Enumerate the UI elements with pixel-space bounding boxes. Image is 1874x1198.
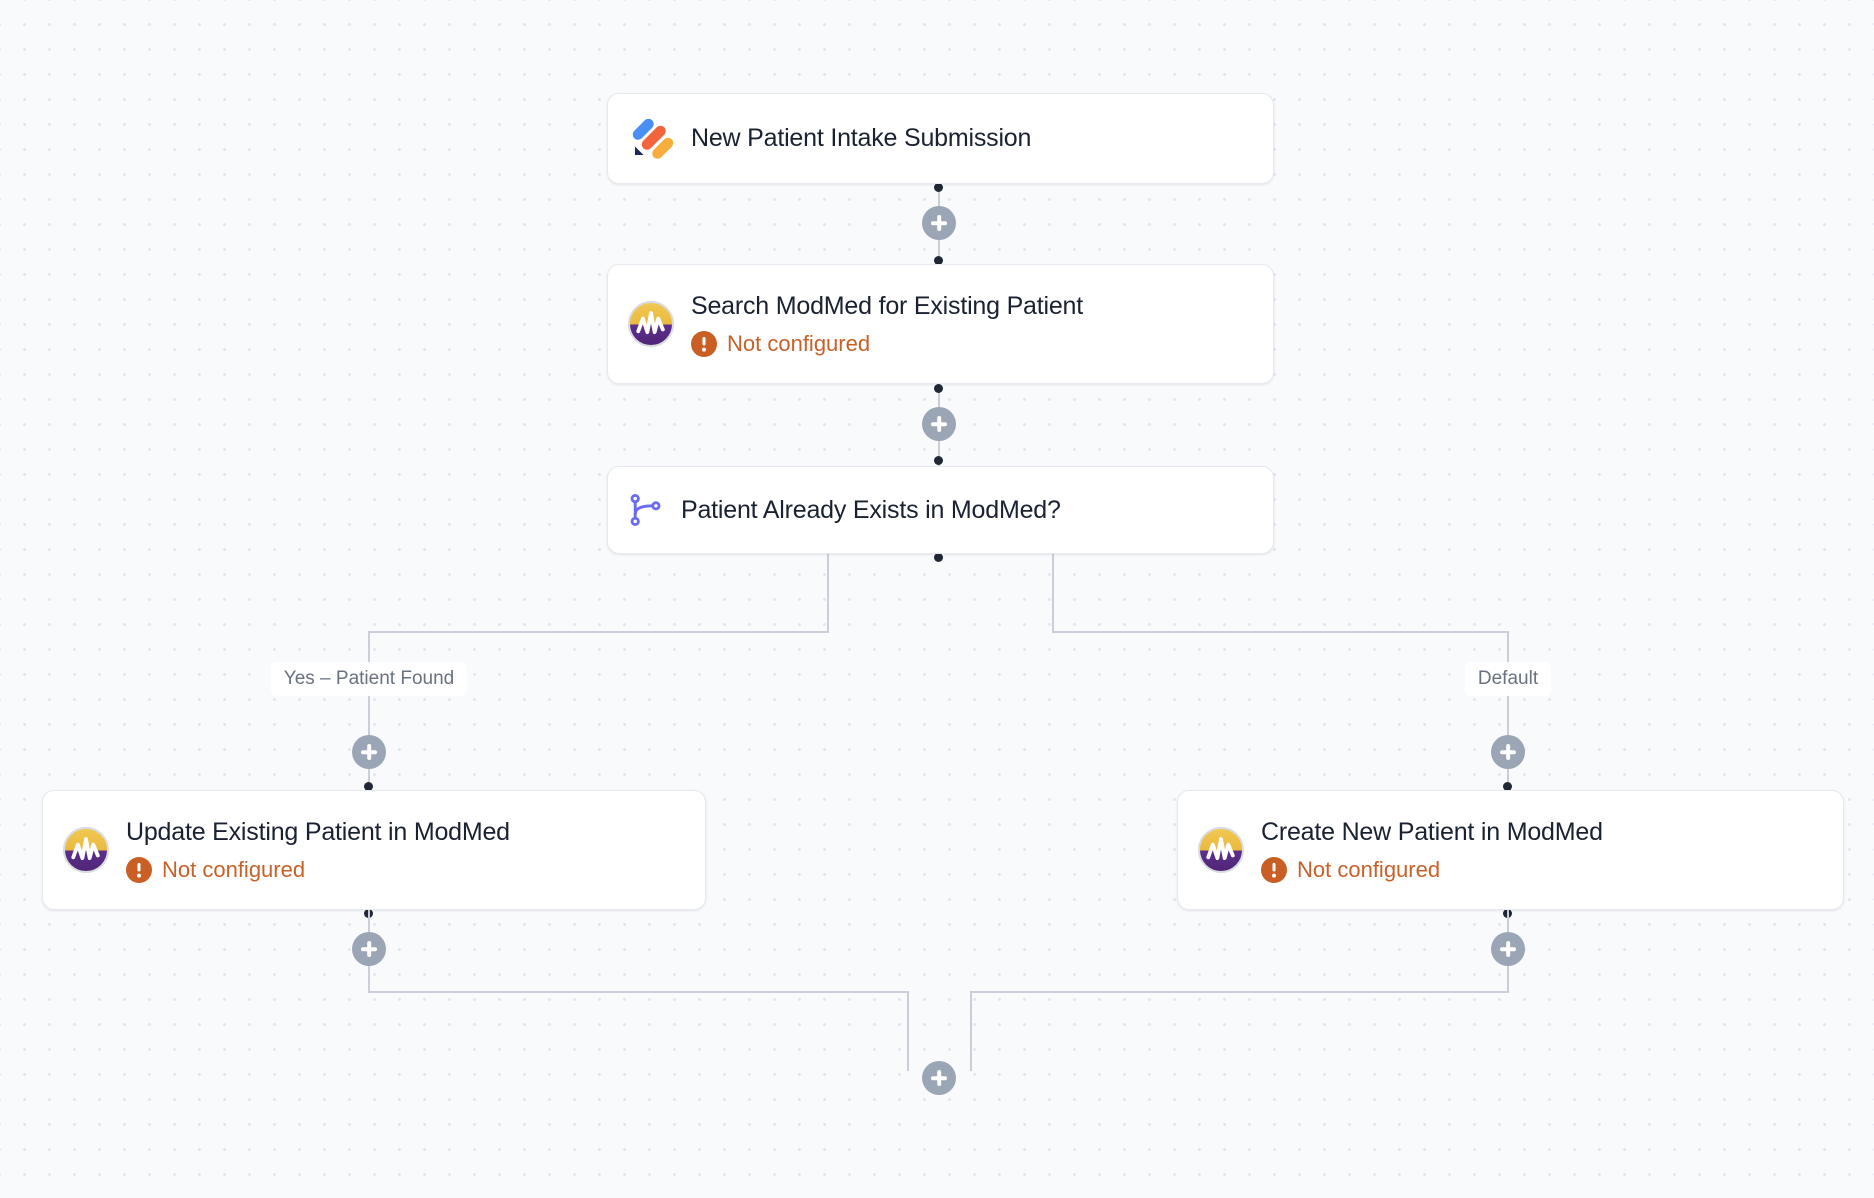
add-step-button[interactable] bbox=[922, 206, 956, 240]
node-title: New Patient Intake Submission bbox=[691, 124, 1032, 152]
node-title: Update Existing Patient in ModMed bbox=[126, 817, 510, 846]
warning-icon bbox=[691, 330, 717, 357]
connector-port bbox=[934, 256, 943, 265]
add-step-button[interactable] bbox=[352, 932, 386, 966]
node-patient-exists-condition[interactable]: Patient Already Exists in ModMed? bbox=[607, 466, 1274, 554]
node-search-modmed[interactable]: Search ModMed for Existing Patient Not c… bbox=[607, 264, 1274, 384]
node-title: Patient Already Exists in ModMed? bbox=[681, 495, 1061, 524]
node-update-existing-patient[interactable]: Update Existing Patient in ModMed Not co… bbox=[42, 790, 706, 910]
branch-label-yes: Yes – Patient Found bbox=[270, 662, 468, 696]
branch-line bbox=[1052, 552, 1054, 633]
add-step-button[interactable] bbox=[922, 407, 956, 441]
branch-line bbox=[368, 631, 370, 790]
add-step-button[interactable] bbox=[922, 1061, 956, 1095]
connector-port bbox=[934, 384, 943, 393]
modmed-logo-icon bbox=[1198, 827, 1244, 873]
merge-line bbox=[970, 991, 972, 1071]
branch-line bbox=[368, 631, 829, 633]
status-text: Not configured bbox=[1297, 856, 1441, 882]
connector-port bbox=[364, 782, 373, 791]
connector-port bbox=[934, 456, 943, 465]
connector-port bbox=[934, 183, 943, 192]
status-badge: Not configured bbox=[691, 330, 1083, 357]
branch-line bbox=[827, 552, 829, 633]
merge-line bbox=[907, 991, 909, 1071]
branch-icon bbox=[628, 492, 664, 528]
branch-label-default: Default bbox=[1464, 662, 1552, 696]
warning-icon bbox=[1261, 856, 1287, 883]
connector-port bbox=[1503, 782, 1512, 791]
modmed-logo-icon bbox=[63, 827, 109, 873]
jotform-logo-icon bbox=[628, 116, 674, 162]
merge-line bbox=[970, 991, 1509, 993]
add-step-button[interactable] bbox=[352, 735, 386, 769]
status-text: Not configured bbox=[162, 856, 306, 882]
node-new-patient-intake-submission[interactable]: New Patient Intake Submission bbox=[607, 93, 1274, 184]
warning-icon bbox=[126, 856, 152, 883]
add-step-button[interactable] bbox=[1491, 932, 1525, 966]
branch-line bbox=[1507, 631, 1509, 790]
add-step-button[interactable] bbox=[1491, 735, 1525, 769]
merge-line bbox=[368, 991, 909, 993]
status-text: Not configured bbox=[727, 330, 871, 356]
connector-port bbox=[934, 553, 943, 562]
status-badge: Not configured bbox=[126, 856, 510, 883]
node-title: Search ModMed for Existing Patient bbox=[691, 291, 1084, 320]
branch-line bbox=[1052, 631, 1509, 633]
node-title: Create New Patient in ModMed bbox=[1261, 817, 1603, 846]
node-create-new-patient[interactable]: Create New Patient in ModMed Not configu… bbox=[1177, 790, 1844, 910]
modmed-logo-icon bbox=[628, 301, 674, 347]
status-badge: Not configured bbox=[1261, 856, 1603, 883]
